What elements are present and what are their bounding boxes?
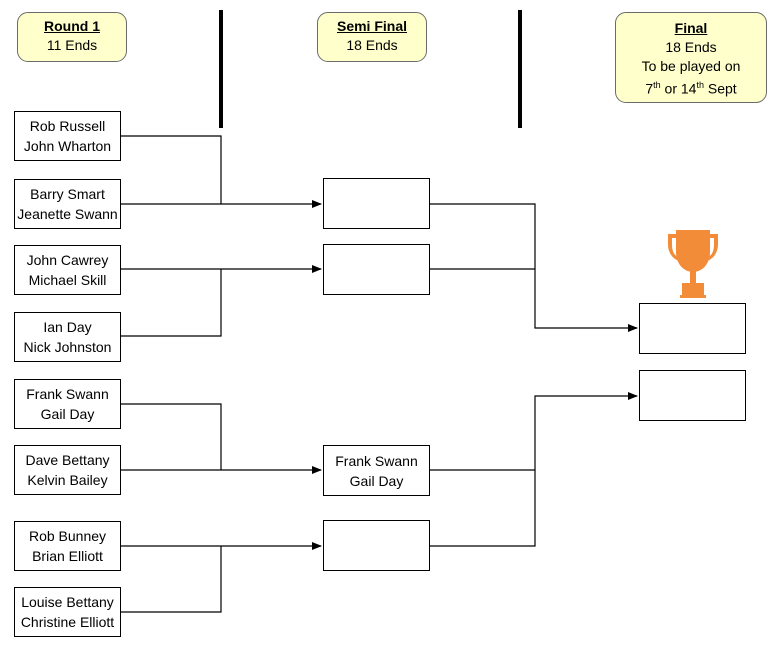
connector (121, 546, 222, 613)
round1-ends: 11 Ends (46, 37, 98, 53)
player-name: Gail Day (349, 472, 404, 489)
player-name: Kelvin Bailey (27, 472, 108, 488)
round1-team: Frank Swann Gail Day (14, 379, 121, 429)
player-name: Dave Bettany (25, 452, 110, 468)
player-name: Frank Swann (335, 452, 418, 469)
semi-final-ends: 18 Ends (346, 37, 398, 53)
final-slot (639, 370, 746, 421)
round1-title: Round 1 (44, 18, 100, 34)
connector (430, 392, 638, 471)
player-name: Louise Bettany (21, 594, 114, 610)
player-name: Jeanette Swann (17, 206, 118, 222)
player-name: Barry Smart (30, 186, 105, 202)
connector (121, 135, 222, 204)
final-schedule: To be played on (641, 58, 741, 74)
semi-final-slot (323, 244, 430, 295)
trophy-icon (668, 230, 718, 298)
player-name: Gail Day (40, 406, 95, 422)
final-slot (639, 303, 746, 354)
round1-team: Rob Russell John Wharton (14, 111, 121, 161)
player-name: Ian Day (43, 319, 92, 335)
player-name: Nick Johnston (23, 339, 112, 355)
round1-team: Rob Bunney Brian Elliott (14, 521, 121, 571)
round1-team: John Cawrey Michael Skill (14, 245, 121, 295)
connector (121, 269, 222, 337)
player-name: Brian Elliott (32, 548, 103, 564)
round1-team: Louise Bettany Christine Elliott (14, 587, 121, 637)
round1-team: Ian Day Nick Johnston (14, 312, 121, 362)
final-dates: 7th or 14th Sept (645, 80, 737, 97)
connector (121, 403, 222, 470)
player-name: John Wharton (23, 138, 112, 154)
player-name: Christine Elliott (20, 614, 115, 630)
round1-team: Barry Smart Jeanette Swann (14, 179, 121, 229)
semi-final-slot (323, 178, 430, 229)
player-name: Rob Bunney (28, 528, 107, 544)
player-name: John Cawrey (26, 252, 109, 268)
connector (430, 470, 536, 547)
semi-final-slot: Frank Swann Gail Day (323, 445, 430, 496)
semi-final-title: Semi Final (336, 18, 408, 34)
player-name: Rob Russell (29, 118, 106, 134)
final-ends: 18 Ends (665, 39, 717, 55)
semi-final-slot (323, 520, 430, 571)
final-title: Final (674, 20, 708, 36)
semi-final-header: Semi Final 18 Ends (317, 12, 427, 62)
connector (430, 203, 638, 332)
round1-header: Round 1 11 Ends (17, 12, 127, 62)
final-header: Final 18 Ends To be played on 7th or 14t… (615, 12, 767, 103)
player-name: Michael Skill (28, 272, 107, 288)
round1-team: Dave Bettany Kelvin Bailey (14, 445, 121, 495)
player-name: Frank Swann (26, 386, 109, 402)
